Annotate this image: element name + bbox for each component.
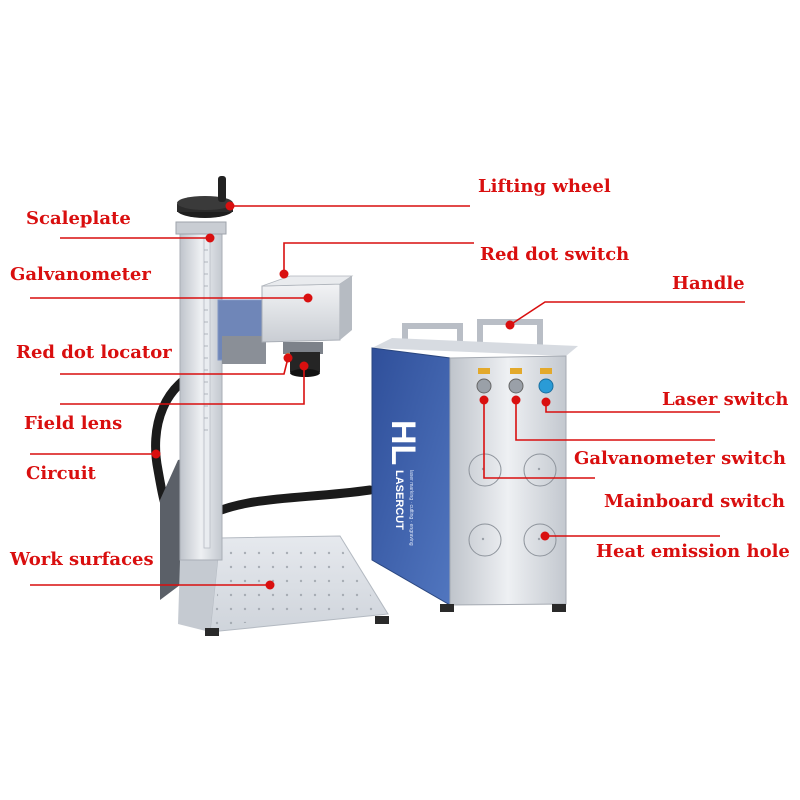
label-circuit: Circuit [26, 463, 96, 484]
galvanometer-head [261, 283, 341, 343]
label-handle: Handle [672, 273, 745, 294]
leader-lines [30, 205, 745, 586]
label-laser-switch: Laser switch [662, 389, 789, 410]
mainboard-switch-knob[interactable] [476, 378, 492, 394]
circuit-dot [151, 449, 161, 459]
lifting-wheel [177, 176, 233, 218]
field-lens-dot [299, 361, 309, 371]
brand-logo: HL LASERCUT laser marking · cutting · en… [384, 420, 422, 546]
cabinet-foot [440, 604, 454, 612]
leader-dots [151, 201, 551, 590]
label-field-lens: Field lens [24, 413, 123, 434]
handle-dot [505, 320, 515, 330]
lifting-wheel-dot [225, 201, 235, 211]
label-galvanometer: Galvanometer [10, 264, 151, 285]
cabinet-foot [552, 604, 566, 612]
red-dot-locator-mount [283, 342, 323, 354]
work-surfaces-dot [265, 580, 275, 590]
table-foot [375, 616, 389, 624]
label-heat-emission-hole: Heat emission hole [596, 541, 790, 562]
table-foot [205, 628, 219, 636]
heat-emission-hole-dot [540, 531, 550, 541]
red-dot-locator-dot [283, 353, 293, 363]
galvanometer-switch-dot [511, 395, 521, 405]
switch-panel [476, 368, 554, 394]
mainboard-switch-dot [479, 395, 489, 405]
label-galvanometer-switch: Galvanometer switch [574, 448, 786, 469]
laser-switch-knob[interactable] [538, 378, 554, 394]
galvanometer-switch-knob[interactable] [508, 378, 524, 394]
controller-cabinet [371, 319, 578, 612]
logo-letters: HL [384, 420, 422, 465]
label-lifting-wheel: Lifting wheel [478, 176, 611, 197]
scaleplate-dot [205, 233, 215, 243]
heat-emission-vents [468, 453, 557, 557]
galvanometer-dot [303, 293, 313, 303]
vertical-column [175, 221, 227, 561]
red-dot-switch-dot [279, 269, 289, 279]
label-red-dot-locator: Red dot locator [16, 342, 172, 363]
label-scaleplate: Scaleplate [26, 208, 131, 229]
laser-switch-dot [541, 397, 551, 407]
cabinet-handle-left [402, 323, 463, 345]
logo-tagline: laser marking · cutting · engraving [408, 470, 414, 546]
wheel-handle [218, 176, 226, 202]
label-mainboard-switch: Mainboard switch [604, 491, 785, 512]
logo-word: LASERCUT [393, 470, 405, 530]
cabinet-front-panel [449, 355, 567, 606]
label-work-surfaces: Work surfaces [10, 549, 154, 570]
scaleplate-strip [203, 237, 211, 549]
galvanometer-assembly [217, 275, 354, 377]
label-red-dot-switch: Red dot switch [480, 244, 630, 265]
